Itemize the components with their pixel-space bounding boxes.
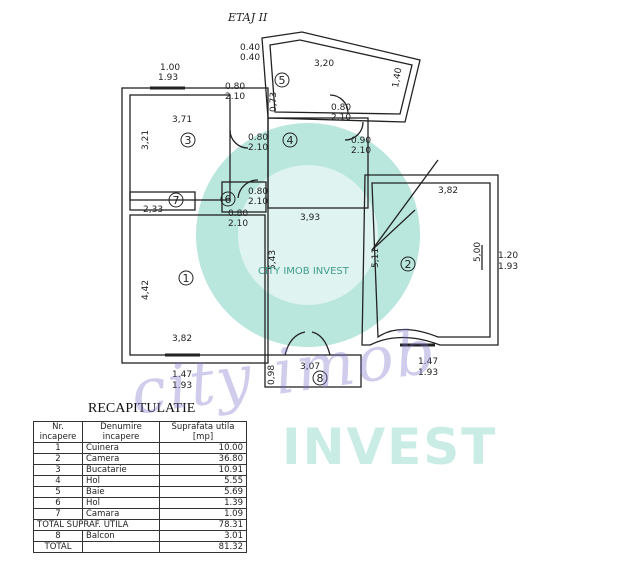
room-7-label: 7 [173, 194, 180, 207]
table-header: Nr. incapere Denumire incapere Suprafata… [33, 421, 247, 443]
room-1-label: 1 [183, 272, 190, 285]
svg-text:0.40: 0.40 [240, 53, 260, 63]
recap-table: Nr. incapere Denumire incapere Suprafata… [33, 421, 247, 553]
svg-text:1.00: 1.00 [160, 63, 180, 73]
watermark-small: CITY IMOB INVEST [258, 266, 349, 277]
svg-text:2.10: 2.10 [228, 219, 248, 229]
svg-text:1.93: 1.93 [498, 262, 518, 272]
header-suprafata: Suprafata utila [mp] [159, 421, 247, 443]
svg-text:0.90: 0.90 [351, 136, 371, 146]
svg-text:3,93: 3,93 [300, 213, 320, 223]
svg-text:3,82: 3,82 [172, 334, 192, 344]
room-6-label: 6 [225, 193, 232, 206]
dimensions: 1.001.93 0.400.40 0.802.10 0.802.10 0.80… [141, 43, 518, 391]
svg-text:2.10: 2.10 [248, 143, 268, 153]
svg-text:2.10: 2.10 [248, 197, 268, 207]
room-markers [168, 72, 416, 386]
svg-text:3,07: 3,07 [300, 362, 320, 372]
svg-text:0.80: 0.80 [331, 103, 351, 113]
room-3-label: 3 [185, 134, 192, 147]
svg-text:3,20: 3,20 [314, 59, 334, 69]
svg-text:3,71: 3,71 [172, 115, 192, 125]
svg-text:2,33: 2,33 [143, 205, 163, 215]
header-nr: Nr. incapere [33, 421, 83, 443]
svg-text:1.47: 1.47 [418, 357, 438, 367]
svg-text:0,73: 0,73 [269, 92, 279, 112]
svg-text:0.80: 0.80 [228, 209, 248, 219]
recap-title: RECAPITULATIE [88, 401, 196, 416]
svg-text:1,40: 1,40 [391, 67, 404, 89]
svg-text:5,43: 5,43 [268, 250, 278, 270]
svg-text:2.10: 2.10 [331, 113, 351, 123]
svg-text:0.80: 0.80 [225, 82, 245, 92]
svg-text:0.80: 0.80 [248, 187, 268, 197]
room-4-label: 4 [287, 134, 294, 147]
svg-text:1.93: 1.93 [158, 73, 178, 83]
svg-text:3,82: 3,82 [438, 186, 458, 196]
walls [121, 31, 499, 388]
watermark-invest: INVEST [282, 418, 498, 476]
svg-text:0.40: 0.40 [240, 43, 260, 53]
svg-text:2.10: 2.10 [225, 92, 245, 102]
svg-text:5,00: 5,00 [473, 242, 483, 262]
svg-text:2.10: 2.10 [351, 146, 371, 156]
room-2-label: 2 [405, 258, 412, 271]
room-5-label: 5 [279, 74, 286, 87]
floor-label: ETAJ II [227, 11, 268, 24]
svg-text:1.93: 1.93 [418, 368, 438, 378]
room-8-label: 8 [317, 372, 324, 385]
svg-text:1.93: 1.93 [172, 381, 192, 391]
svg-text:1.20: 1.20 [498, 251, 518, 261]
svg-text:1.47: 1.47 [172, 370, 192, 380]
svg-text:0,98: 0,98 [267, 365, 277, 385]
svg-text:0.80: 0.80 [248, 133, 268, 143]
svg-text:3,21: 3,21 [141, 130, 151, 150]
svg-text:5,11: 5,11 [371, 248, 381, 268]
svg-text:4,42: 4,42 [141, 280, 151, 300]
